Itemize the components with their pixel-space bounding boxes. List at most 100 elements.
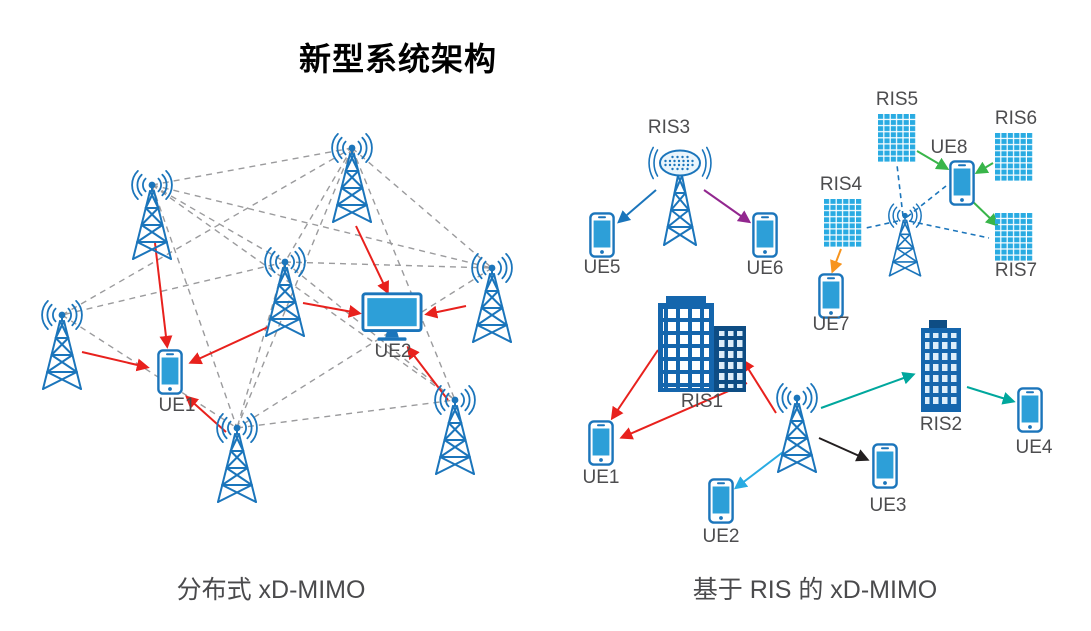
edge-mesh-b-d	[351, 147, 493, 269]
tower-icon	[434, 384, 476, 475]
label-ris2: RIS2	[920, 414, 962, 435]
phone-icon	[157, 349, 183, 395]
label-ue3: UE3	[870, 495, 907, 516]
node-ue1-left: UE1	[157, 349, 196, 416]
edge-mesh-a-f	[151, 184, 238, 429]
tower-icon	[131, 169, 173, 260]
monitor-icon	[361, 292, 423, 343]
edge-link-bs-ris5	[896, 164, 904, 217]
edge-mesh-e-f	[61, 314, 238, 429]
label-ue2-left: UE2	[375, 341, 412, 362]
node-bs-left-4	[471, 252, 513, 343]
node-ue1-right: UE1	[583, 420, 619, 488]
phone-icon	[1017, 387, 1043, 433]
edge-link-bs-ue8	[906, 185, 947, 218]
tower-icon	[888, 203, 922, 277]
edge-mesh-d-f	[236, 267, 493, 429]
edge-arrow-ris6-ue8	[974, 161, 994, 175]
building-pair-icon	[658, 296, 746, 392]
phone-icon	[949, 160, 975, 206]
edge-mesh-b-f	[236, 147, 353, 429]
edge-arrow-ris4-ue7	[830, 248, 843, 274]
edge-mesh-c-g	[284, 261, 456, 401]
building2-icon	[921, 320, 961, 412]
edge-mesh-a-b	[151, 147, 353, 186]
node-ris3-bs: RIS3	[648, 117, 712, 246]
ris-tower-icon	[648, 146, 712, 246]
node-ris4: RIS4	[820, 174, 863, 247]
phone-icon	[589, 212, 615, 258]
label-ris5: RIS5	[876, 89, 918, 110]
label-ris6: RIS6	[995, 108, 1037, 129]
tower-icon	[41, 299, 83, 390]
edge-arrow-bs2-ue2	[355, 225, 389, 295]
edge-mesh-c-f	[236, 261, 286, 429]
edge-arrow-ris1-ue1-b	[619, 382, 748, 440]
edge-arrow-bs4-ue2	[424, 305, 467, 319]
node-ris7: RIS7	[995, 213, 1037, 281]
node-ue8: UE8	[931, 137, 975, 206]
node-bs-left-3	[264, 246, 306, 337]
tower-icon	[264, 246, 306, 337]
label-ris3-bs: RIS3	[648, 117, 690, 138]
edge-arrow-ris3-ue6	[703, 189, 752, 224]
edge-arrow-ris1-ue1-a	[610, 349, 659, 421]
node-bs-left-6	[216, 412, 258, 503]
node-bs-left-2	[331, 132, 373, 223]
phone-icon	[588, 420, 614, 466]
tower-icon	[331, 132, 373, 223]
node-ris6: RIS6	[995, 108, 1037, 181]
page-title: 新型系统架构	[298, 41, 497, 77]
node-ris5: RIS5	[876, 89, 918, 162]
edge-mesh-b-c	[284, 147, 353, 263]
edge-mesh-a-g	[151, 184, 456, 401]
node-bs-left-1	[131, 169, 173, 260]
label-ue1-left: UE1	[159, 395, 196, 416]
edge-arrow-bs-ris1	[741, 358, 777, 414]
tower-icon	[216, 412, 258, 503]
node-ue3: UE3	[870, 443, 907, 516]
edge-mesh-f-g	[236, 399, 456, 429]
edges-layer	[61, 147, 1016, 490]
tower-icon	[471, 252, 513, 343]
edge-mesh-c-d	[284, 261, 493, 269]
edge-arrow-bs-ris2	[820, 371, 916, 409]
edge-arrow-bs3-ue2	[302, 302, 362, 318]
phone-icon	[752, 212, 778, 258]
node-ue2-right: UE2	[703, 478, 740, 547]
edge-arrow-ris5-ue8	[916, 150, 950, 170]
ris-panel-icon	[878, 114, 916, 162]
caption-ris-xdmimo: 基于 RIS 的 xD-MIMO	[692, 576, 938, 604]
ris-panel-icon	[995, 213, 1033, 261]
edge-link-bs-ris4	[865, 220, 899, 229]
edge-mesh-b-g	[351, 147, 456, 401]
tower-icon	[776, 382, 818, 473]
label-ue7: UE7	[813, 314, 850, 335]
label-ue4: UE4	[1016, 437, 1053, 458]
edge-mesh-c-e	[61, 261, 286, 316]
caption-distributed-xdmimo: 分布式 xD-MIMO	[176, 576, 366, 604]
edge-mesh-e-b	[61, 147, 353, 316]
node-bs-right-main	[776, 382, 818, 473]
label-ue2-right: UE2	[703, 526, 740, 547]
label-ris7: RIS7	[995, 260, 1037, 281]
edge-arrow-ris3-ue5	[617, 189, 657, 224]
node-ue7: UE7	[813, 273, 850, 335]
phone-icon	[818, 273, 844, 319]
edge-arrow-bs3-ue1	[188, 326, 269, 365]
edge-arrow-bs5-ue1	[81, 351, 150, 372]
edge-link-bs-ris7	[908, 220, 990, 239]
node-ue2-left: UE2	[361, 292, 423, 362]
label-ris4: RIS4	[820, 174, 863, 195]
label-ris1: RIS1	[681, 391, 723, 412]
node-ris1: RIS1	[658, 296, 746, 412]
node-ris2: RIS2	[920, 320, 962, 435]
node-ue6: UE6	[747, 212, 783, 279]
edge-arrow-bs6-ue1	[185, 395, 227, 433]
node-bs-right-top	[888, 203, 922, 277]
node-bs-left-7	[434, 384, 476, 475]
ris-panel-icon	[995, 133, 1033, 181]
